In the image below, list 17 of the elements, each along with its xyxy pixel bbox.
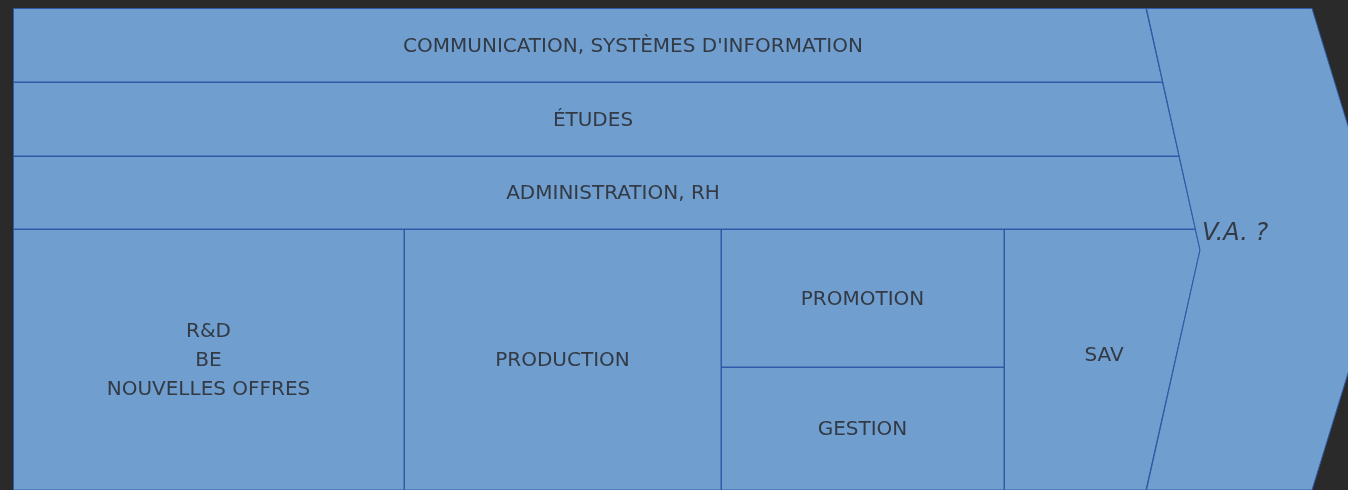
primary-activity-block [721, 367, 1004, 490]
support-activity-band [13, 82, 1179, 156]
activity-label: NOUVELLES OFFRES [106, 375, 311, 402]
support-activity-band [13, 8, 1163, 82]
activity-label: PRODUCTION [495, 346, 630, 373]
activity-label: GESTION [817, 415, 908, 442]
activity-label: COMMUNICATION, SYSTÈMES D'INFORMATION [403, 31, 863, 59]
activity-label: SAV [1084, 340, 1124, 368]
primary-activity-block [1004, 229, 1200, 490]
activity-label: ADMINISTRATION, RH [506, 179, 720, 206]
value-label: V.A. ? [1202, 217, 1269, 247]
activity-label: PROMOTION [800, 284, 925, 312]
activity-label: BE [195, 346, 222, 373]
value-chevron [1146, 8, 1348, 490]
primary-activity-block [13, 229, 404, 490]
activity-label: ÉTUDES [552, 105, 634, 133]
activity-label: R&D [186, 317, 231, 344]
